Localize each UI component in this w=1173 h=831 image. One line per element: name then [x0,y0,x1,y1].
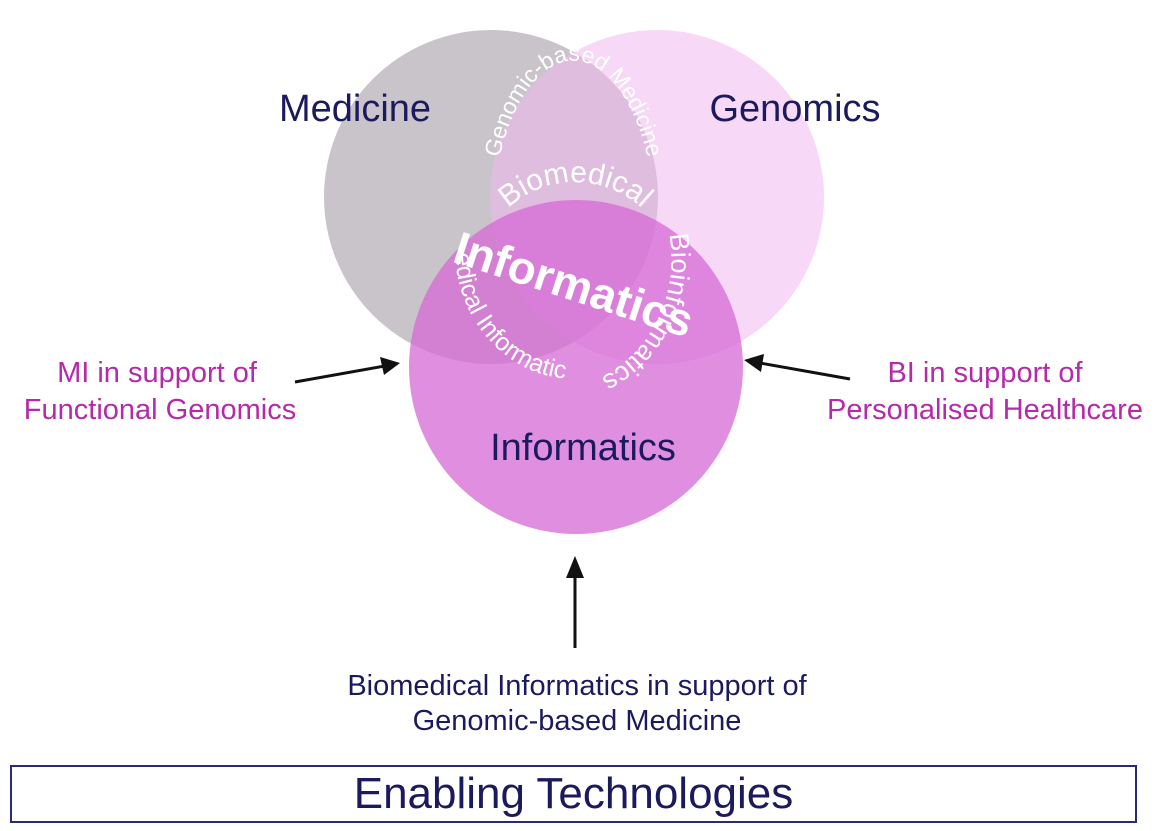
left-annotation-line2: Functional Genomics [24,394,296,426]
informatics-circle [409,200,743,534]
bottom-annotation-line2: Genomic-based Medicine [413,705,742,737]
left-arrow [294,357,400,384]
banner-text: Enabling Technologies [353,769,794,818]
bottom-arrow [566,556,584,648]
right-annotation-line1: BI in support of [887,357,1083,389]
genomics-label: Genomics [709,88,880,130]
bottom-annotation-line1: Biomedical Informatics in support of [347,670,807,702]
informatics-label: Informatics [490,427,676,469]
enabling-technologies-banner: Enabling Technologies [10,765,1137,823]
medicine-label: Medicine [279,88,431,130]
right-annotation-line2: Personalised Healthcare [827,394,1143,426]
right-arrow [744,354,851,381]
left-annotation-line1: MI in support of [57,357,258,389]
